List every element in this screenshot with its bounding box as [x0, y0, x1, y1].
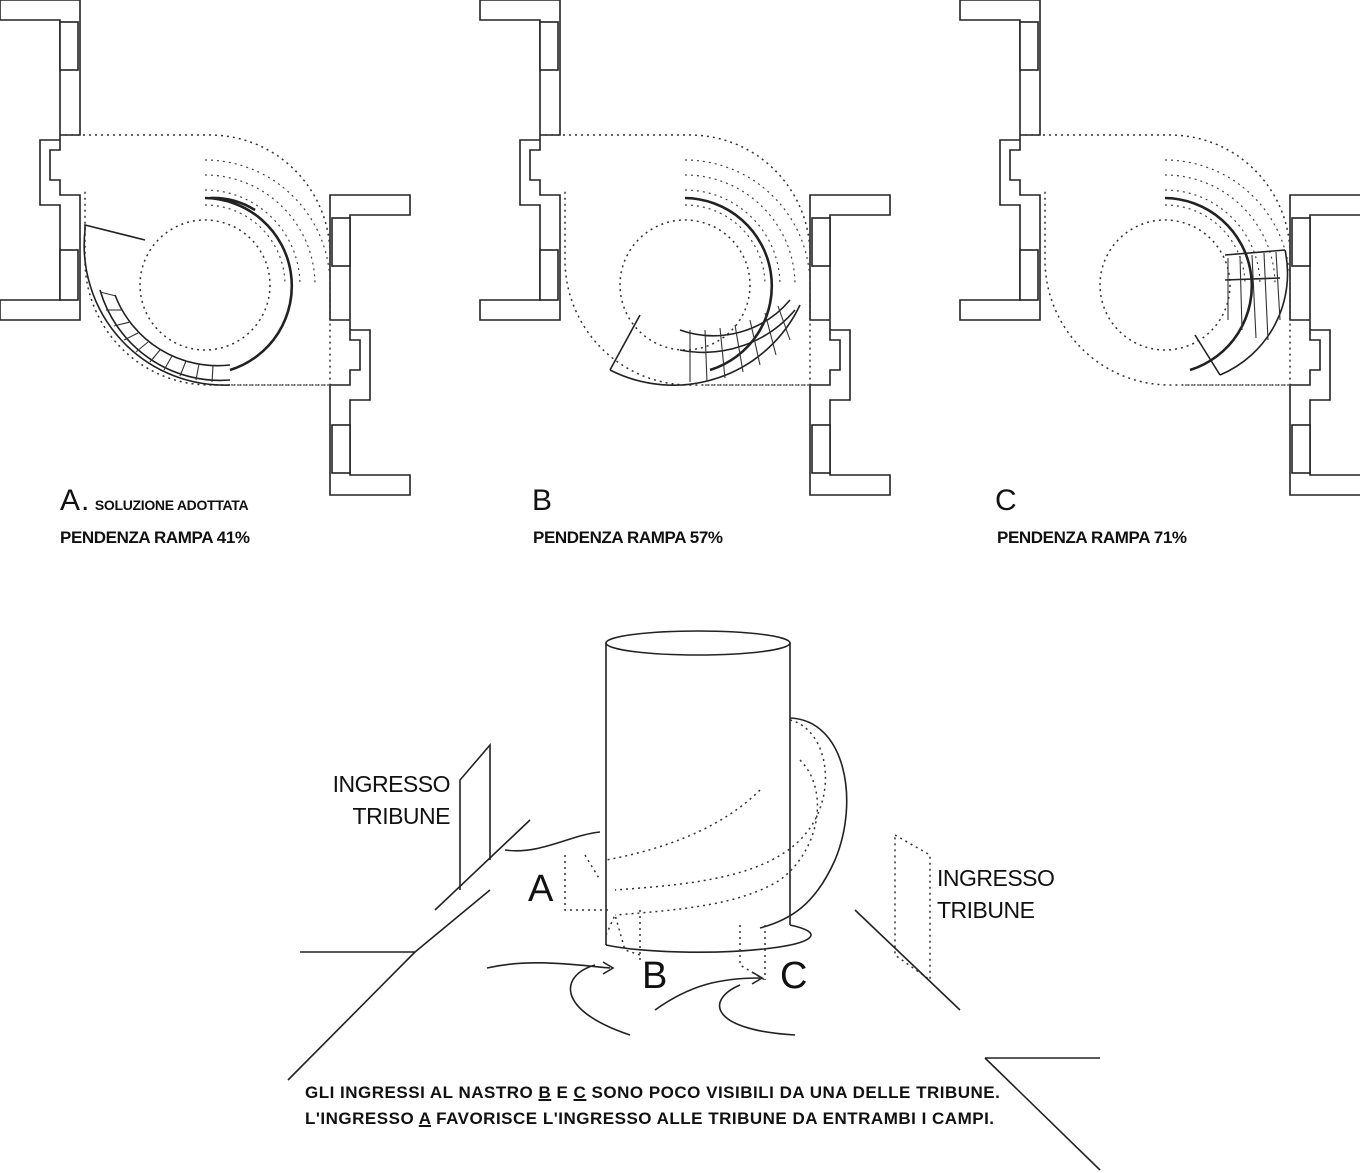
- plan-a-step-ticks: [99, 291, 214, 383]
- plan-b: [479, 0, 891, 496]
- note-ref-a: A: [418, 1109, 431, 1128]
- plan-b-slope: PENDENZA RAMPA 57%: [533, 528, 723, 547]
- entrance-left-line1: INGRESSO: [332, 771, 451, 797]
- iso-label-c: C: [780, 955, 808, 997]
- plan-c-letter: C: [995, 484, 1018, 517]
- plan-a-caption: A. SOLUZIONE ADOTTATA: [60, 484, 249, 518]
- entrance-right-line2: TRIBUNE: [937, 897, 1035, 923]
- note-line-1: GLI INGRESSI AL NASTRO B E C SONO POCO V…: [305, 1083, 1001, 1102]
- entrance-right-label: INGRESSO TRIBUNE: [937, 862, 1055, 926]
- plan-c-slope: PENDENZA RAMPA 71%: [997, 528, 1187, 547]
- entrance-left-line2: TRIBUNE: [352, 803, 451, 829]
- entrance-right-line1: INGRESSO: [937, 865, 1055, 891]
- note-ref-c: C: [573, 1083, 587, 1102]
- note-ref-b: B: [538, 1083, 552, 1102]
- plan-a-subtitle: SOLUZIONE ADOTTATA: [94, 497, 249, 513]
- iso-view: [287, 630, 1101, 1171]
- note-text: GLI INGRESSI AL NASTRO B E C SONO POCO V…: [305, 1080, 1000, 1132]
- plan-b-letter: B: [532, 484, 554, 517]
- plan-a-slope: PENDENZA RAMPA 41%: [60, 528, 250, 547]
- note-line-2: L'INGRESSO A FAVORISCE L'INGRESSO ALLE T…: [305, 1109, 995, 1128]
- iso-label-a: A: [528, 868, 554, 910]
- plan-a: [0, 0, 411, 496]
- plan-a-letter: A.: [60, 484, 91, 517]
- iso-label-b: B: [642, 955, 668, 997]
- plan-b-step-ticks: [689, 305, 791, 383]
- cylinder-top: [605, 630, 791, 656]
- entrance-left-label: INGRESSO TRIBUNE: [320, 768, 451, 832]
- plan-c: [959, 0, 1360, 496]
- plan-c-step-ticks: [1227, 251, 1281, 341]
